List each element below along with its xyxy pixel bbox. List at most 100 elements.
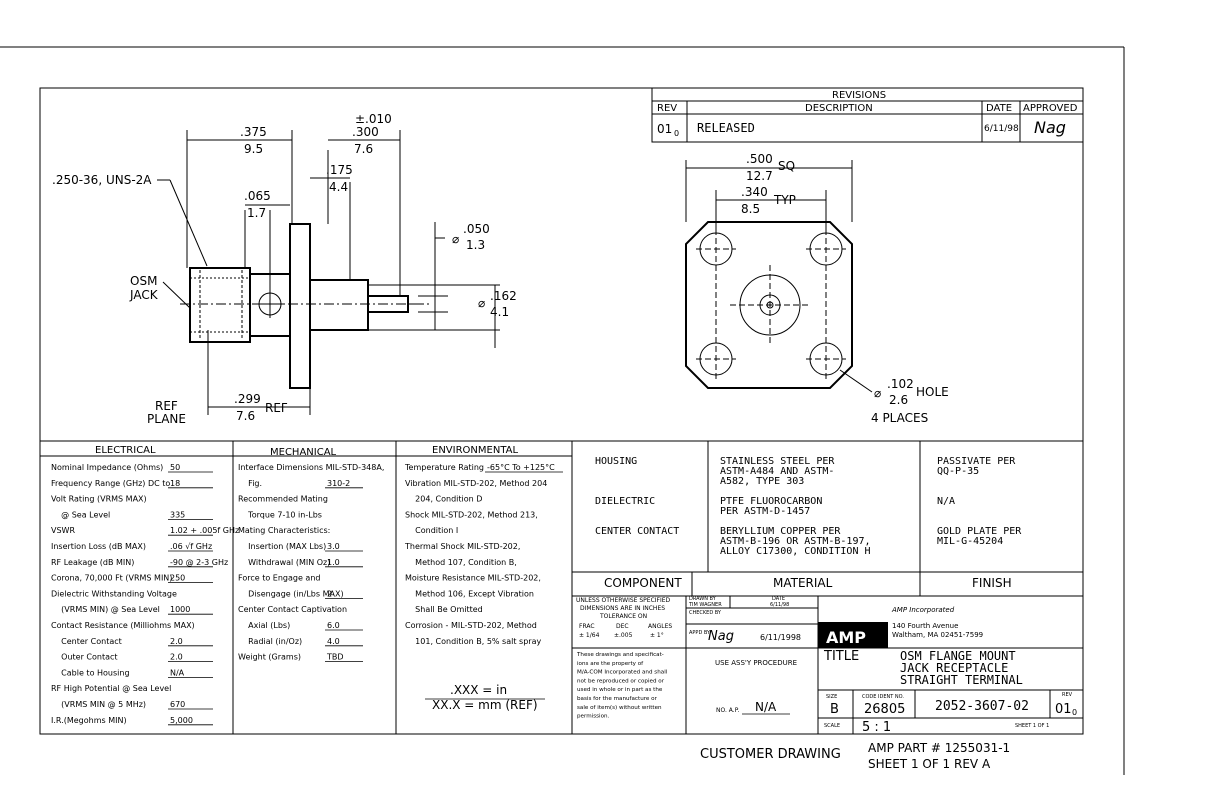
part-number: 2052-3607-02 — [935, 699, 1029, 714]
electrical-row-value: 5,000 — [170, 716, 193, 725]
electrical-row-label: Outer Contact — [51, 653, 118, 662]
mechanical-row-label: Center Contact Captivation — [238, 605, 347, 614]
use-assy-procedure: USE ASS'Y PROCEDURE — [715, 659, 797, 667]
proprietary-notice: These drawings and specificat-ions are t… — [576, 652, 668, 720]
customer-drawing-label: CUSTOMER DRAWING — [700, 747, 841, 762]
mechanical-row-label: Axial (Lbs) — [238, 621, 290, 630]
spec-tables-frame: ELECTRICAL MECHANICAL ENVIRONMENTAL — [40, 440, 1083, 734]
proprietary-line: basis for the manufacture or — [577, 696, 658, 702]
title-label: TITLE — [823, 649, 859, 664]
title-line-2: JACK RECEPTACLE — [900, 661, 1008, 675]
electrical-row-label: Corona, 70,000 Ft (VRMS MIN) — [51, 574, 172, 583]
code-ident-label: CODE IDENT NO. — [862, 694, 904, 700]
osm-label: OSM — [130, 274, 157, 288]
mechanical-title: MECHANICAL — [270, 447, 337, 458]
electrical-row-label: RF High Potential @ Sea Level — [51, 684, 171, 693]
approved-signature: Nag — [708, 629, 734, 644]
title-line-3: STRAIGHT TERMINAL — [900, 673, 1023, 687]
company-address-1: 140 Fourth Avenue — [892, 622, 958, 630]
environmental-row-label: Condition I — [405, 526, 458, 535]
electrical-row-label: I.R.(Megohms MIN) — [51, 716, 127, 725]
mechanical-row-label: Mating Characteristics: — [238, 526, 330, 535]
proprietary-line: used in whole or in part as the — [577, 687, 663, 693]
size-label: SIZE — [826, 694, 837, 700]
rev-value: 01 — [657, 122, 672, 136]
material-row-finish: N/A — [937, 496, 955, 507]
environmental-row-label: Vibration MIL-STD-202, Method 204 — [405, 479, 547, 488]
mechanical-row-label: Interface Dimensions MIL-STD-348A, — [238, 463, 384, 472]
electrical-row-value: 1000 — [170, 605, 190, 614]
mechanical-row-label: Torque 7-10 in-Lbs — [238, 510, 322, 519]
material-row-material: PER ASTM-D-1457 — [720, 506, 810, 517]
drawn-date-label: DATE — [772, 596, 785, 602]
component-header: COMPONENT — [604, 576, 682, 590]
approved-header: APPROVED — [1023, 103, 1078, 114]
flange-hole-mm: 2.6 — [889, 393, 908, 407]
environmental-row-label: 204, Condition D — [405, 495, 482, 504]
title-rev-value: 01 — [1055, 702, 1072, 717]
material-row-finish: MIL-G-45204 — [937, 536, 1003, 547]
electrical-row-label: Frequency Range (GHz) DC to — [51, 479, 170, 488]
flange-sq-label: SQ — [778, 159, 795, 173]
ref-label: REF — [155, 399, 178, 413]
electrical-row-label: Center Contact — [51, 637, 122, 646]
mechanical-row-label: Force to Engage and — [238, 574, 320, 583]
approved-date: 6/11/1998 — [760, 633, 801, 642]
proprietary-line: sale of item(s) without written — [577, 705, 662, 711]
rev-header: REV — [657, 103, 677, 114]
electrical-row-label: VSWR — [51, 526, 75, 535]
size-value: B — [830, 702, 839, 717]
tol-head-frac: FRAC — [579, 623, 595, 630]
electrical-row-label: Volt Rating (VRMS MAX) — [51, 495, 147, 504]
dim-300-in: .300 — [352, 125, 379, 139]
amp-logo: AMP — [826, 628, 866, 647]
plane-label: PLANE — [147, 412, 186, 426]
flange-typ-in: .340 — [741, 185, 768, 199]
flange-front-view: .500 12.7 SQ .340 8.5 TYP ⌀ .102 2.6 HOL… — [685, 152, 949, 425]
rev-approved-signature: Nag — [1034, 118, 1066, 137]
electrical-row-value: 2.0 — [170, 637, 183, 646]
electrical-row-value: 2.0 — [170, 653, 183, 662]
mechanical-row-value: 3.0 — [327, 542, 340, 551]
flange-places: 4 PLACES — [871, 411, 928, 425]
electrical-row-label: RF Leakage (dB MIN) — [51, 558, 134, 567]
drawn-by-label: DRAWN BY — [689, 596, 717, 602]
mechanical-row-value: 6.0 — [327, 621, 340, 630]
material-row-component: HOUSING — [595, 456, 637, 467]
electrical-row-value: -90 @ 2-3 GHz — [170, 558, 228, 567]
flange-typ-label: TYP — [773, 193, 796, 207]
material-header: MATERIAL — [773, 576, 833, 590]
material-row-component: DIELECTRIC — [595, 496, 655, 507]
company-name: AMP Incorporated — [891, 606, 955, 614]
dim-162-diameter: ⌀ — [478, 296, 485, 310]
dim-050-mm: 1.3 — [466, 238, 485, 252]
approved-by-label: APPD BY — [689, 630, 711, 636]
mechanical-row-label: Disengage (in/Lbs MAX) — [238, 589, 344, 598]
material-row-material: BERYLLIUM COPPER PER — [720, 526, 841, 537]
mechanical-row-value: 2 — [327, 589, 332, 598]
environmental-row-label: Shock MIL-STD-202, Method 213, — [405, 510, 538, 519]
electrical-row-label: Nominal Impedance (Ohms) — [51, 463, 163, 472]
mechanical-row-label: Fig. — [238, 479, 262, 488]
proprietary-line: M/A-COM Incorporated and shall — [577, 670, 668, 676]
dim-065-in: .065 — [244, 189, 271, 203]
dim-175-in: .175 — [326, 163, 353, 177]
proprietary-line: These drawings and specificat- — [576, 652, 664, 658]
amp-part-number: AMP PART # 1255031-1 — [868, 741, 1010, 755]
flange-hole-in: .102 — [887, 377, 914, 391]
dim-162-in: .162 — [490, 289, 517, 303]
amp-logo-box — [818, 622, 888, 648]
mechanical-row-label: Radial (in/Oz) — [238, 637, 302, 646]
electrical-row-value: N/A — [170, 668, 185, 677]
tol-line-1: UNLESS OTHERWISE SPECIFIED — [576, 597, 671, 604]
environmental-row-label: Method 107, Condition B, — [405, 558, 517, 567]
mechanical-row-value: 310-2 — [327, 479, 350, 488]
material-row-material: A582, TYPE 303 — [720, 476, 804, 487]
environmental-title: ENVIRONMENTAL — [432, 445, 518, 456]
electrical-row-label: Contact Resistance (Milliohms MAX) — [51, 621, 195, 630]
mechanical-row-value: 1.0 — [327, 558, 340, 567]
electrical-row-value: 250 — [170, 574, 185, 583]
environmental-row-value: -65°C To +125°C — [487, 463, 555, 472]
dim-299-ref: REF — [265, 401, 288, 415]
scale-label: SCALE — [824, 723, 840, 729]
